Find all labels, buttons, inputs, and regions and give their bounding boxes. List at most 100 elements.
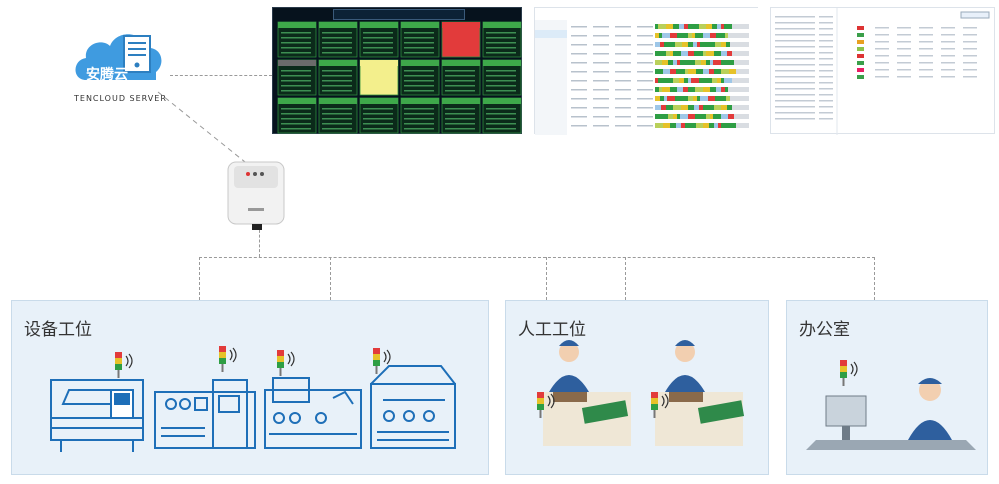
drop-manual-right [625,257,626,300]
board-cell [441,97,481,134]
signal-tower-icon [373,348,380,374]
list-item [775,118,833,120]
machine-icon [154,379,256,449]
list-item [775,34,833,36]
worker-icon [655,340,745,446]
timeline-row [571,51,749,56]
wireless-icon [661,393,669,409]
list-item [775,16,833,18]
table-row [857,61,977,65]
timeline-row [571,87,749,92]
office-art [806,360,976,450]
timeline-row [571,69,749,74]
list-item [775,58,833,60]
gateway-device-icon [227,161,285,230]
worker-icon [543,340,631,446]
timeline-row [571,78,749,83]
manual-art [537,340,745,446]
timeline-row [571,24,749,29]
list-art [775,8,990,135]
signal-tower-icon [840,360,847,386]
table-row [857,68,977,72]
table-row [857,40,977,44]
wireless-icon [547,393,555,409]
board-title-bar [333,9,465,20]
list-item [775,22,833,24]
list-item [775,82,833,84]
board-cell [441,59,481,96]
cloud-label: 安腾云 [86,67,128,83]
list-item [775,64,833,66]
cloud-server: 安腾云 TENCLOUD SERVER [72,20,172,105]
timeline-row [571,114,749,119]
bus-line [199,257,875,258]
drop-equipment-right [330,257,331,300]
timeline-row [571,123,749,128]
zone-title-manual: 人工工位 [518,320,586,340]
wireless-icon [850,361,858,377]
board-cell [400,21,440,58]
board-cell [359,97,399,134]
table-row [857,26,977,30]
timeline-row [571,42,749,47]
board-cell [277,21,317,58]
equipment-art [50,346,456,452]
wireless-icon [125,353,133,369]
timeline-art [535,8,759,135]
table-row [857,54,977,58]
timeline-row [571,33,749,38]
machine-icon [50,379,144,452]
board-cell [318,21,358,58]
list-item [775,76,833,78]
board-cell [277,59,317,96]
machine-icon [264,377,362,449]
signal-tower-icon [651,392,658,418]
timeline-row [571,96,749,101]
drop-office [874,257,875,300]
table-row [857,47,977,51]
signal-tower-icon [277,350,284,376]
timeline-row [571,60,749,65]
board-cell [318,97,358,134]
link-gateway-down [259,225,260,257]
zone-title-office: 办公室 [799,320,850,340]
board-cell [400,97,440,134]
link-cloud-to-gateway [157,91,251,167]
drop-equipment-left [199,257,200,300]
board-cell [400,59,440,96]
signal-tower-icon [115,352,122,378]
table-row [857,75,977,79]
list-item [775,70,833,72]
zone-title-equipment: 设备工位 [24,320,92,340]
drop-manual-left [546,257,547,300]
list-item [775,46,833,48]
list-item [775,52,833,54]
cloud-server-icon [75,34,162,80]
status-timeline-screen [534,7,759,135]
board-cell [318,59,358,96]
zone-equipment: 设备工位 [11,300,489,475]
board-cell [277,97,317,134]
timeline-row [571,105,749,110]
link-cloud-to-board [170,75,272,76]
board-cell [359,59,399,96]
wireless-icon [229,347,237,363]
list-item [775,100,833,102]
signal-tower-icon [537,392,544,418]
wireless-icon [287,351,295,367]
list-item [775,40,833,42]
board-cell [482,21,522,58]
dashboard-screen [272,7,522,134]
signal-tower-icon [219,346,226,372]
table-row [857,33,977,37]
board-cell [359,21,399,58]
list-item [775,112,833,114]
machine-icon [370,365,456,449]
office-worker-icon [806,378,976,450]
board-cells [277,21,522,134]
list-item [775,28,833,30]
wireless-icon [383,349,391,365]
list-item [775,88,833,90]
list-item [775,106,833,108]
board-cell [441,21,481,58]
